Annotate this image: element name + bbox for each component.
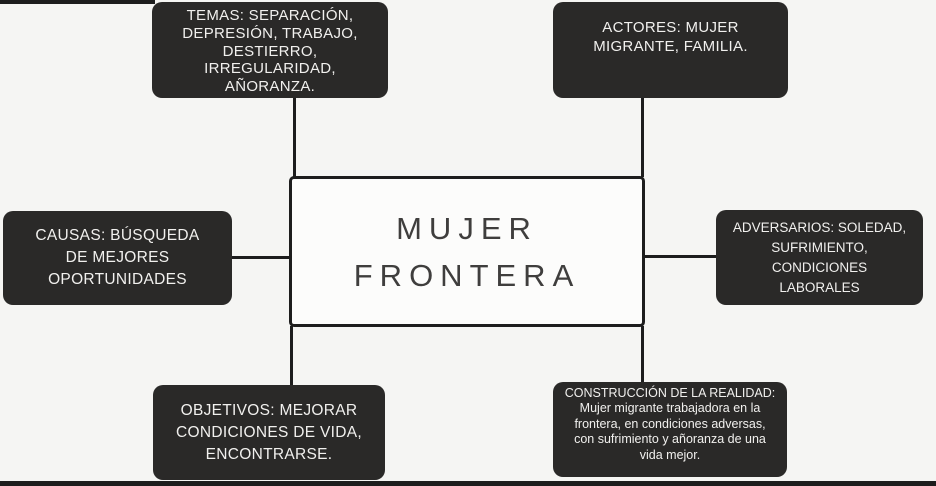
center-node-line: FRONTERA — [353, 257, 581, 293]
center-node-mujer-frontera: MUJER FRONTERA — [289, 176, 645, 327]
connector-objetivos-center — [290, 326, 293, 386]
node-temas-line: TEMAS: SEPARACIÓN, — [186, 7, 354, 24]
connector-adversarios-center — [644, 255, 717, 258]
node-temas-line: DEPRESIÓN, TRABAJO, — [182, 24, 358, 42]
connector-temas-center — [293, 97, 296, 177]
node-causas-line: CAUSAS: BÚSQUEDA — [35, 227, 200, 244]
node-actores-line: MIGRANTE, FAMILIA. — [593, 38, 748, 55]
node-adversarios-line: LABORALES — [779, 279, 860, 295]
node-actores: ACTORES: MUJER MIGRANTE, FAMILIA. — [553, 2, 788, 98]
connector-actores-center — [641, 97, 644, 177]
node-construccion: CONSTRUCCIÓN DE LA REALIDAD: Mujer migra… — [553, 382, 787, 477]
node-objetivos-line: CONDICIONES DE VIDA, — [176, 423, 362, 441]
node-construccion-body-line: con sufrimiento y añoranza de una — [574, 432, 766, 447]
connector-construccion-center — [641, 326, 644, 383]
node-construccion-body-line: frontera, en condiciones adversas, — [574, 416, 766, 431]
node-construccion-body-line: Mujer migrante trabajadora en la — [579, 401, 761, 415]
scan-border-bottom — [0, 481, 936, 486]
node-construccion-body-line: vida mejor. — [639, 447, 701, 462]
node-objetivos: OBJETIVOS: MEJORAR CONDICIONES DE VIDA, … — [153, 385, 385, 480]
node-objetivos-line: ENCONTRARSE. — [205, 445, 333, 463]
node-actores-line: ACTORES: MUJER — [602, 19, 739, 36]
node-adversarios-line: CONDICIONES — [771, 259, 868, 275]
node-temas: TEMAS: SEPARACIÓN, DEPRESIÓN, TRABAJO, D… — [152, 2, 388, 98]
node-objetivos-line: OBJETIVOS: MEJORAR — [180, 401, 358, 419]
node-construccion-heading: CONSTRUCCIÓN DE LA REALIDAD: — [564, 386, 776, 400]
scan-border-top — [0, 0, 155, 4]
node-adversarios-line: SUFRIMIENTO, — [771, 239, 868, 255]
node-temas-line: DESTIERRO, — [222, 42, 318, 60]
node-causas-line: DE MEJORES — [65, 249, 170, 266]
node-causas-line: OPORTUNIDADES — [48, 271, 187, 288]
node-temas-line: IRREGULARIDAD, — [204, 60, 336, 78]
center-node-line: MUJER — [396, 210, 538, 246]
node-temas-line: AÑORANZA. — [224, 78, 316, 96]
node-adversarios: ADVERSARIOS: SOLEDAD, SUFRIMIENTO, CONDI… — [716, 210, 923, 305]
connector-causas-center — [230, 256, 290, 259]
node-causas: CAUSAS: BÚSQUEDA DE MEJORES OPORTUNIDADE… — [3, 211, 232, 305]
node-adversarios-line: ADVERSARIOS: SOLEDAD, — [732, 219, 907, 235]
